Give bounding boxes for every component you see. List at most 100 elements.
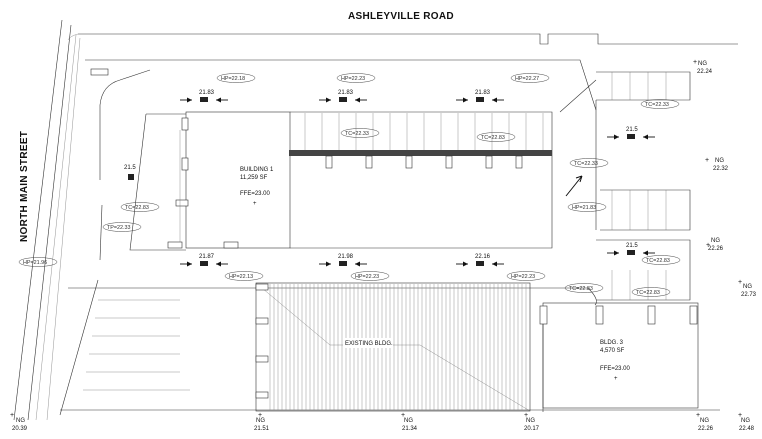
spot-elevation: 21.83 xyxy=(475,90,491,96)
ng-label: NG xyxy=(256,418,265,424)
ng-value: 22.73 xyxy=(741,292,757,298)
parking-lot-outline xyxy=(59,59,720,416)
building-1-ffe: FFE=23.00 xyxy=(240,191,271,197)
ng-label: NG xyxy=(16,418,25,424)
north-main-street-label: NORTH MAIN STREET xyxy=(19,131,30,242)
southwest-parking-stalls xyxy=(83,299,190,391)
north-main-street-edges xyxy=(13,19,81,421)
ng-value: 21.51 xyxy=(254,426,270,432)
entrance-sign xyxy=(90,68,109,76)
ng-label: NG xyxy=(700,418,709,424)
elevation-callouts xyxy=(18,73,681,297)
existing-building-columns xyxy=(255,283,269,399)
ng-value: 22.32 xyxy=(713,166,729,172)
spot-elevation: 22.16 xyxy=(475,254,491,260)
building-3-footprint xyxy=(542,302,699,409)
svg-text:+: + xyxy=(706,242,710,249)
ng-value: 22.26 xyxy=(698,426,714,432)
building-1-name: BUILDING 1 xyxy=(240,167,274,173)
flow-arrow-head xyxy=(187,97,192,103)
flow-arrow-head xyxy=(492,97,497,103)
ng-label: NG xyxy=(404,418,413,424)
spot-elevation: 21.5 xyxy=(626,127,638,133)
ng-value: 22.26 xyxy=(708,246,724,252)
callout-text: TC=22.83 xyxy=(481,135,505,141)
flow-arrow-head xyxy=(492,261,497,267)
spot-elevation: 21.98 xyxy=(338,254,354,260)
callout-text: TC=22.33 xyxy=(345,131,369,137)
svg-text:+: + xyxy=(738,279,742,286)
svg-text:+: + xyxy=(10,412,14,419)
svg-text:+: + xyxy=(705,157,709,164)
flow-arrow-diagonal xyxy=(565,175,583,197)
flow-arrow-head xyxy=(326,261,331,267)
flow-arrow-head xyxy=(216,261,221,267)
callout-text: TC=22.83 xyxy=(646,258,670,264)
flow-arrows xyxy=(180,97,655,267)
spot-elevation: 21.87 xyxy=(199,254,215,260)
building-1-stalls xyxy=(304,113,544,150)
callout-text: HP=22.27 xyxy=(515,76,539,82)
flow-arrow-head xyxy=(463,97,468,103)
svg-text:+: + xyxy=(693,59,697,66)
flow-arrow-head xyxy=(643,250,648,256)
existing-building-footprint xyxy=(255,282,531,412)
flow-arrow-head xyxy=(614,134,619,140)
callout-text: HP=22.18 xyxy=(221,76,245,82)
ashleyville-road-edges xyxy=(67,33,738,45)
spot-elevation: 21.5 xyxy=(124,165,136,171)
building-1-columns xyxy=(167,117,523,249)
ng-value: 21.34 xyxy=(402,426,418,432)
ng-label: NG xyxy=(741,418,750,424)
ng-label: NG xyxy=(715,158,724,164)
ng-value: 20.17 xyxy=(524,426,540,432)
ashleyville-road-label: ASHLEYVILLE ROAD xyxy=(348,11,454,22)
building-1-center-mark: + xyxy=(253,201,257,207)
building-3: BLDG. 3 4,570 SF FFE=23.00 + xyxy=(539,302,699,412)
spot-markers xyxy=(128,97,635,266)
svg-text:+: + xyxy=(524,412,528,419)
ng-markers: + + + + + + + + + + xyxy=(10,59,742,419)
building-1-footprint xyxy=(185,111,291,249)
building-3-area: 4,570 SF xyxy=(600,348,625,354)
building-1-area: 11,259 SF xyxy=(240,175,268,181)
building-1: BUILDING 1 11,259 SF FFE=23.00 + xyxy=(129,111,553,251)
flow-arrow-head xyxy=(355,261,360,267)
flow-arrow-head xyxy=(643,134,648,140)
east-parking xyxy=(559,71,691,301)
svg-text:+: + xyxy=(401,412,405,419)
flow-arrow-head xyxy=(463,261,468,267)
ng-label: NG xyxy=(743,284,752,290)
building-3-ffe: FFE=23.00 xyxy=(600,366,631,372)
callout-text: HP=22.23 xyxy=(355,274,379,280)
svg-text:+: + xyxy=(258,412,262,419)
ng-label: NG xyxy=(711,238,720,244)
flow-arrow-head xyxy=(614,250,619,256)
spot-elevation: 21.83 xyxy=(199,90,215,96)
existing-building: EXISTING BLDG. xyxy=(255,282,531,412)
spot-elevation: 21.5 xyxy=(626,243,638,249)
callout-text: TC=22.33 xyxy=(574,161,598,167)
callout-text: HP=21.83 xyxy=(572,205,596,211)
spot-elevation: 21.83 xyxy=(338,90,354,96)
flow-arrow-head xyxy=(187,261,192,267)
callout-text: TC=22.33 xyxy=(645,102,669,108)
building-3-name: BLDG. 3 xyxy=(600,340,624,346)
flow-arrow-head xyxy=(216,97,221,103)
building-3-columns xyxy=(539,305,698,325)
callout-text: HP=22.23 xyxy=(511,274,535,280)
existing-building-name: EXISTING BLDG. xyxy=(345,341,393,347)
ng-label: NG xyxy=(698,61,707,67)
ng-value: 22.24 xyxy=(697,69,713,75)
ng-value: 22.48 xyxy=(739,426,755,432)
building-3-center-mark: + xyxy=(614,376,618,382)
ng-value: 20.39 xyxy=(12,426,28,432)
callout-text: TP=22.33 xyxy=(107,225,131,231)
callout-text: TC=22.83 xyxy=(125,205,149,211)
callout-text: HP=22.13 xyxy=(229,274,253,280)
callout-text: TC=22.83 xyxy=(636,290,660,296)
ng-label: NG xyxy=(526,418,535,424)
callout-text: TC=22.83 xyxy=(569,286,593,292)
callout-text: HP=21.96 xyxy=(23,260,47,266)
